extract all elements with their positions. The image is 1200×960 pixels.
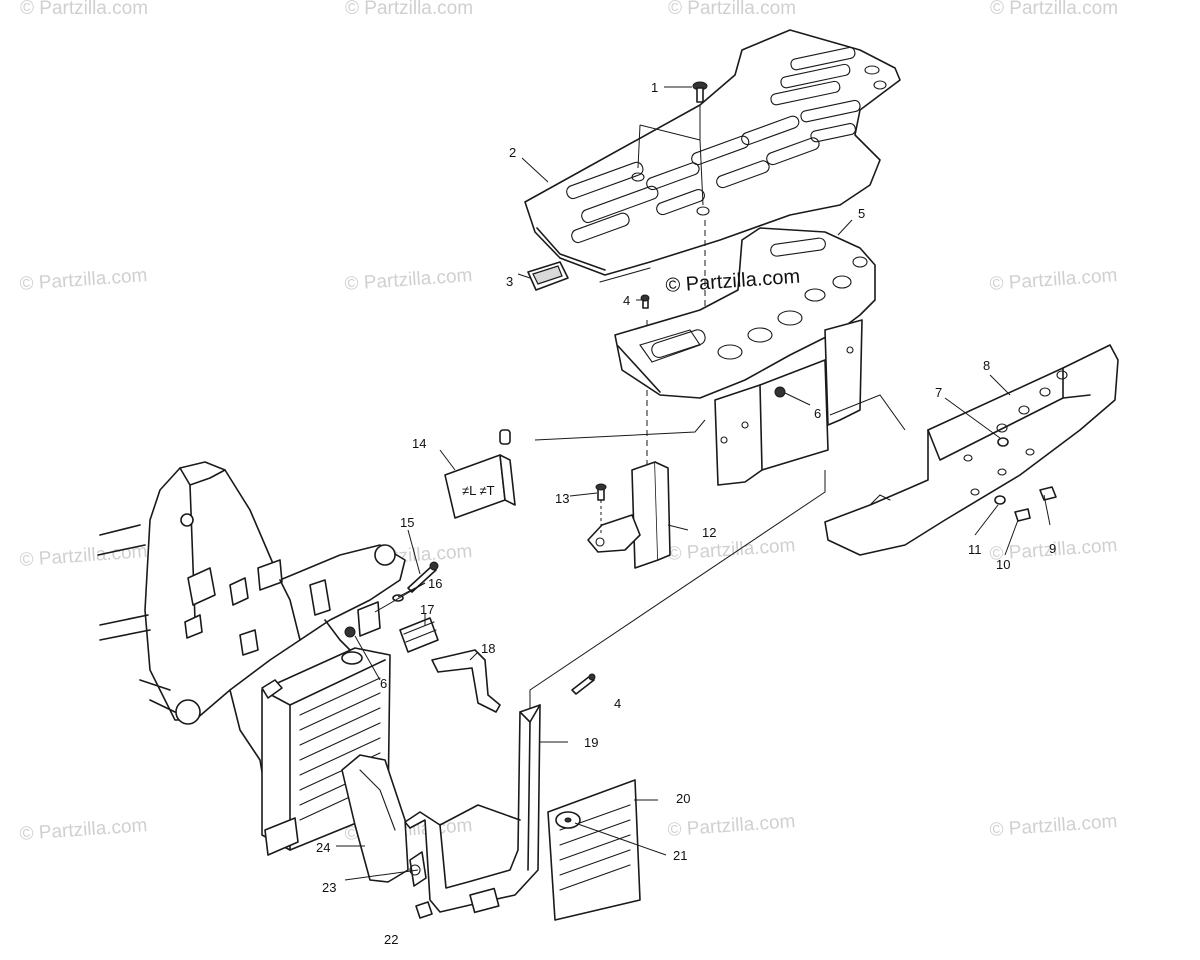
callout-3: 3 — [506, 274, 513, 289]
light-part: ≠L ≠T — [444, 429, 516, 519]
callout-1: 1 — [651, 80, 658, 95]
callout-4-lower: 4 — [614, 696, 621, 711]
clip-part — [415, 901, 433, 919]
callout-24: 24 — [316, 840, 330, 855]
watermark: © Partzilla.com — [989, 811, 1118, 841]
callout-22: 22 — [384, 932, 398, 947]
callout-11: 11 — [968, 542, 982, 557]
callout-10: 10 — [996, 557, 1010, 572]
callout-2: 2 — [509, 145, 516, 160]
callout-14: 14 — [412, 436, 426, 451]
reflector-part — [527, 261, 569, 291]
watermark: © Partzilla.com — [667, 811, 796, 841]
panel-part — [547, 779, 641, 921]
side-panel-part — [341, 754, 427, 887]
watermark: © Partzilla.com — [668, 0, 796, 19]
callout-5: 5 — [858, 206, 865, 221]
rack-support-part — [614, 227, 876, 486]
bracket-part — [587, 461, 671, 569]
watermark: © Partzilla.com — [20, 0, 148, 19]
screw-part — [692, 81, 708, 103]
frame-part — [97, 461, 406, 791]
leader-lines — [336, 86, 1051, 881]
watermark: © Partzilla.com — [19, 265, 148, 295]
nut-part — [774, 386, 786, 398]
watermark: © Partzilla.com — [989, 265, 1118, 295]
callout-16: 16 — [428, 576, 442, 591]
callout-6: 6 — [814, 406, 821, 421]
screw-part — [640, 294, 650, 309]
callout-6-lower: 6 — [380, 676, 387, 691]
callout-17: 17 — [420, 602, 434, 617]
callout-18: 18 — [481, 641, 495, 656]
light-marking: ≠L ≠T — [462, 483, 495, 498]
guard-part — [404, 704, 541, 914]
watermark: © Partzilla.com — [19, 815, 148, 845]
callout-13: 13 — [555, 491, 569, 506]
callout-19: 19 — [584, 735, 598, 750]
watermark: © Partzilla.com — [667, 535, 796, 565]
watermark: © Partzilla.com — [345, 0, 473, 19]
strap-part — [431, 649, 501, 713]
callout-4: 4 — [623, 293, 630, 308]
watermark: © Partzilla.com — [990, 0, 1118, 19]
callout-12: 12 — [702, 525, 716, 540]
callout-7: 7 — [935, 385, 942, 400]
callout-15: 15 — [400, 515, 414, 530]
clamp-part — [344, 561, 439, 653]
bumper-part — [824, 344, 1119, 556]
screw-part — [571, 673, 596, 695]
callout-8: 8 — [983, 358, 990, 373]
front-rack-upper-part — [524, 29, 901, 283]
callout-9: 9 — [1049, 541, 1056, 556]
callout-labels: 1 2 3 4 5 6 7 8 9 10 11 12 13 14 15 16 1… — [316, 80, 1056, 947]
watermark: © Partzilla.com — [344, 265, 473, 295]
callout-21: 21 — [673, 848, 687, 863]
watermark: © Partzilla.com — [19, 541, 148, 571]
callout-23: 23 — [322, 880, 336, 895]
callout-20: 20 — [676, 791, 690, 806]
